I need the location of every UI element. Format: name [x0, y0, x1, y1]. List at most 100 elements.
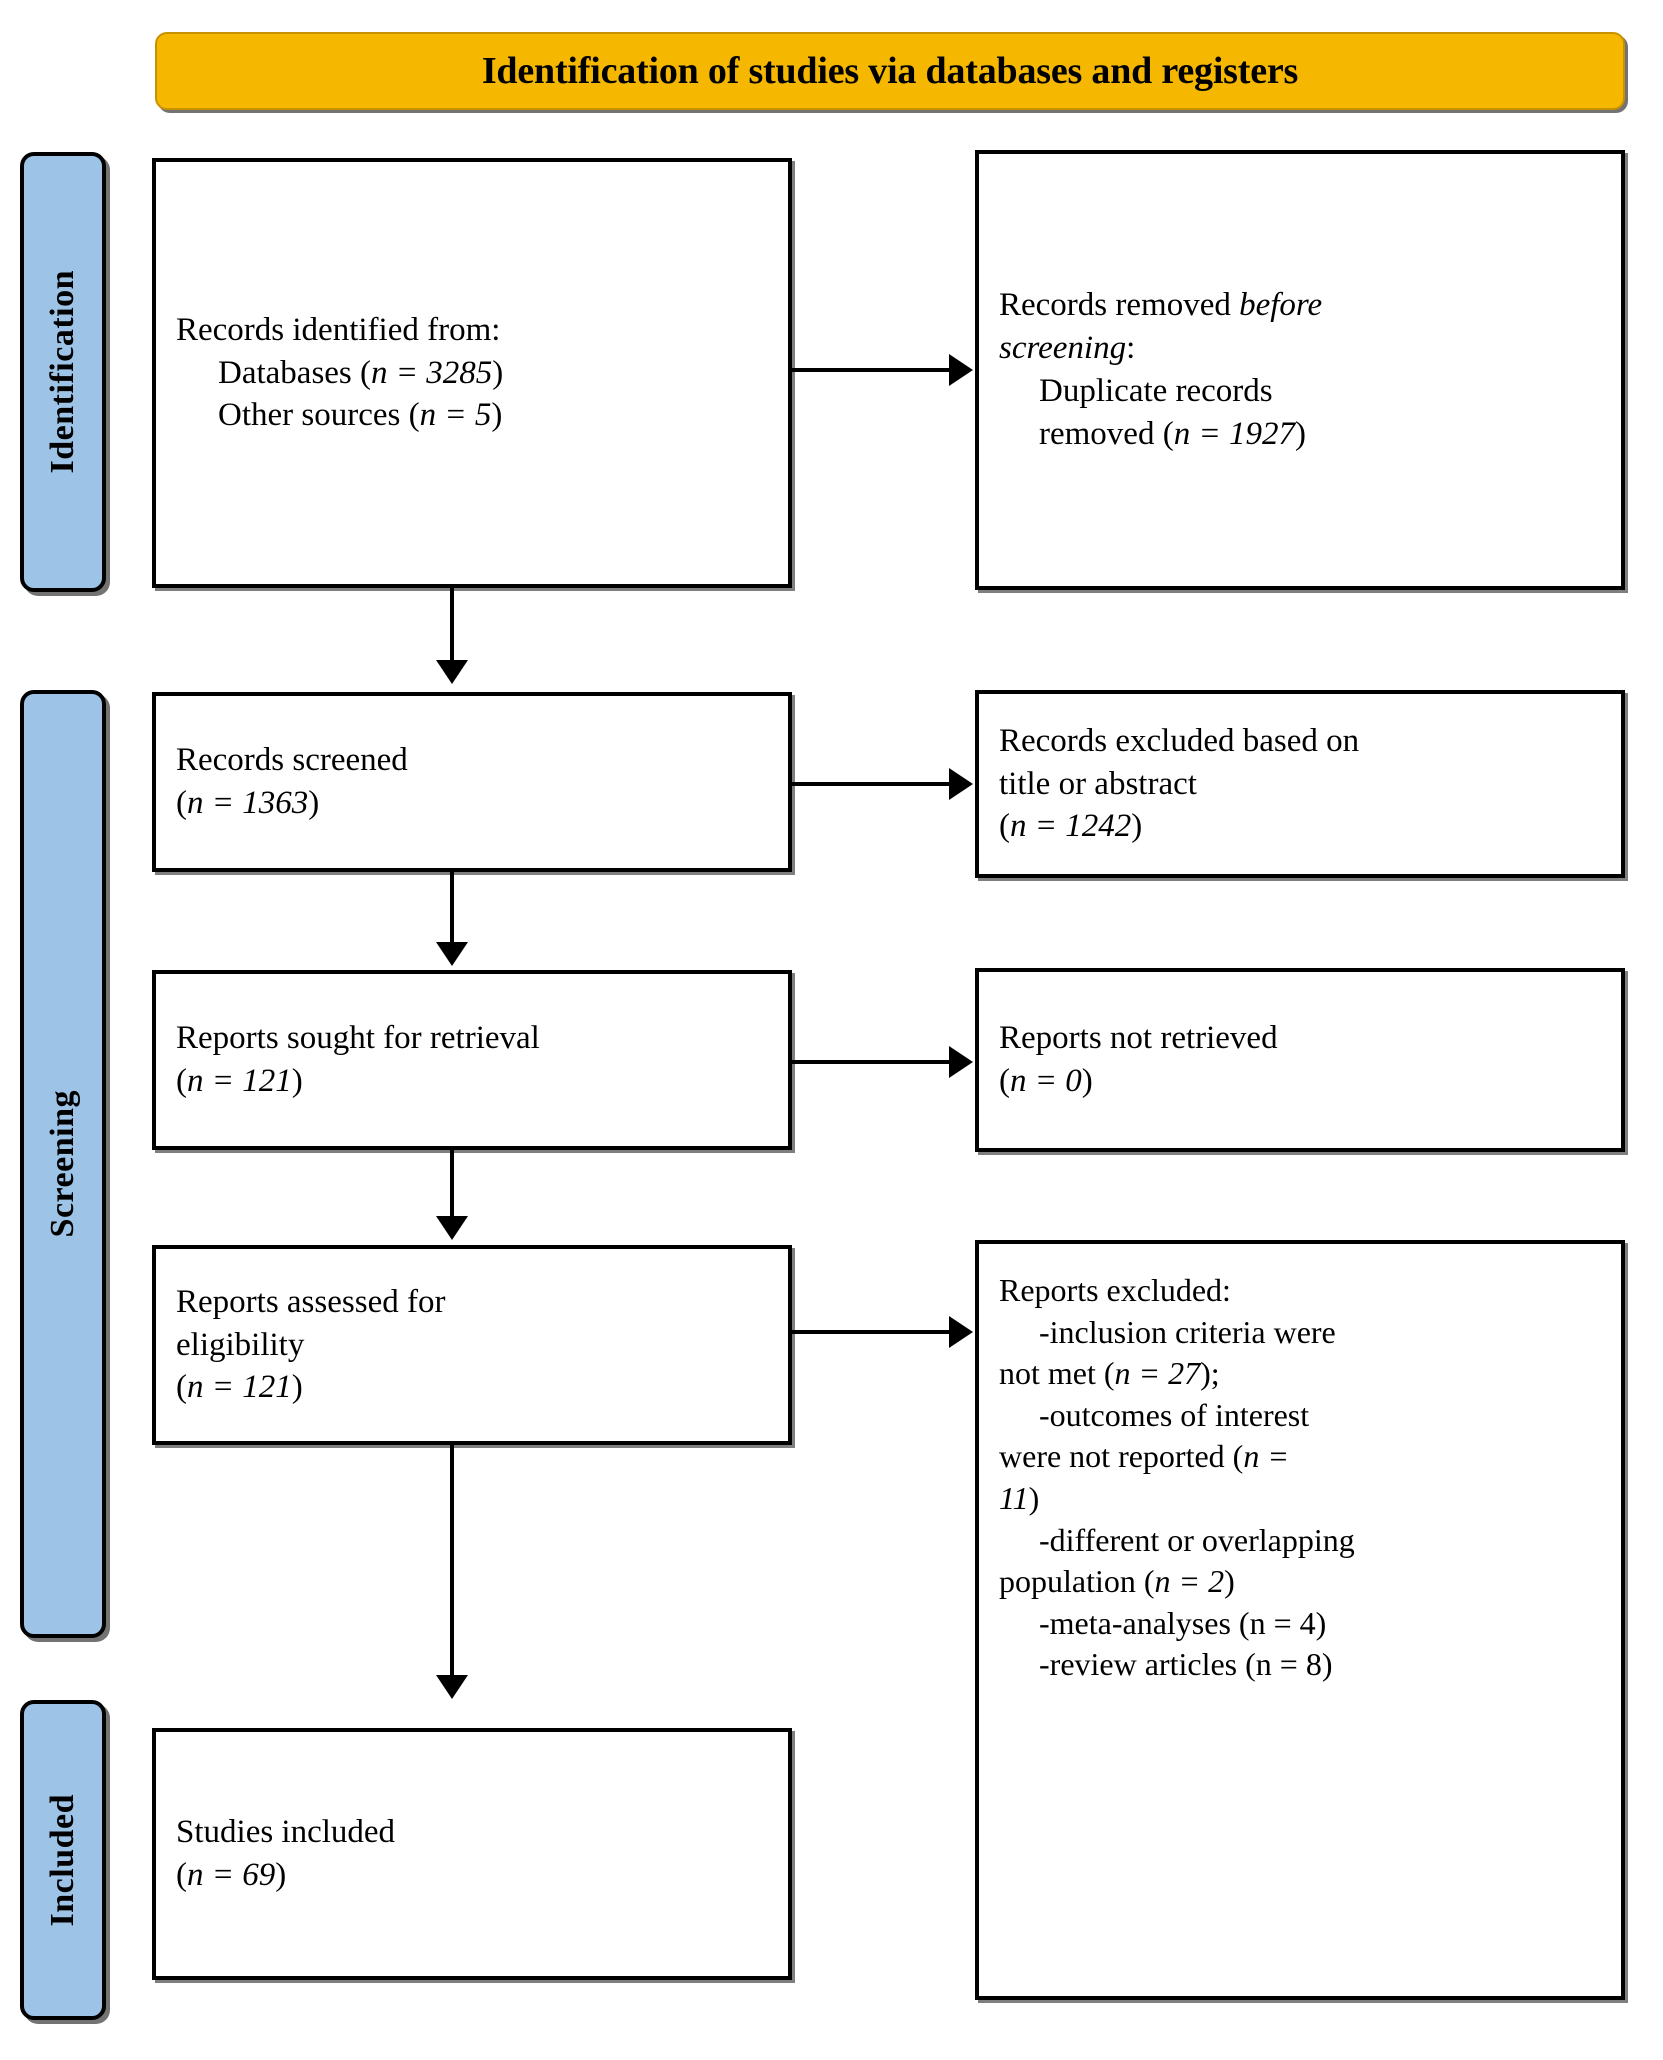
box-records-identified: Records identified from: Databases (n = … [152, 158, 792, 588]
studies-included-label: Studies included [176, 1814, 396, 1851]
connector-identified-to-screened-arrow [436, 660, 468, 684]
records-screened-close: ) [308, 785, 320, 821]
excluded-title-open: ( [999, 808, 1010, 845]
connector-sought-to-assessed-arrow [436, 1216, 468, 1240]
box-reports-not-retrieved: Reports not retrieved (n = 0) [975, 968, 1625, 1152]
databases-n: n = 3285 [371, 354, 493, 391]
reports-sought-n: n = 121 [187, 1063, 292, 1099]
connector-screened-to-excluded-arrow [949, 768, 973, 800]
records-identified-databases: Databases (n = 3285) [176, 352, 768, 395]
stage-bar-included: Included [20, 1700, 106, 2020]
other-sources-n: n = 5 [419, 397, 492, 434]
assessed-close: ) [291, 1369, 303, 1406]
duplicate-removed-line: removed (n = 1927) [999, 413, 1601, 456]
excluded-title-n: n = 1242 [1010, 808, 1132, 845]
reason-population-line2: population (n = 2) [999, 1561, 1601, 1603]
records-removed-line2: screening: [999, 327, 1601, 370]
connector-assessed-to-included-arrow [436, 1675, 468, 1699]
duplicate-removed-label: removed ( [1039, 415, 1174, 452]
reason-inclusion-suffix: ); [1200, 1355, 1220, 1392]
box-reports-excluded: Reports excluded: -inclusion criteria we… [975, 1240, 1625, 2000]
box-studies-included: Studies included (n = 69) [152, 1728, 792, 1980]
connector-sought-to-notretrieved-line [792, 1060, 949, 1064]
reason-outcomes-close: ) [1028, 1479, 1040, 1516]
reports-not-retrieved-label: Reports not retrieved [999, 1020, 1278, 1057]
reason-outcomes-line3: 11) [999, 1478, 1601, 1520]
not-retrieved-open: ( [999, 1063, 1010, 1099]
reports-assessed-line2: eligibility [176, 1326, 305, 1363]
reason-inclusion-prefix: not met ( [999, 1355, 1115, 1392]
studies-included-n: n = 69 [187, 1857, 276, 1893]
stage-bar-screening: Screening [20, 690, 106, 1638]
records-identified-line1: Records identified from: [176, 311, 501, 348]
box-records-excluded-title-abstract: Records excluded based on title or abstr… [975, 690, 1625, 878]
records-screened-open: ( [176, 785, 187, 821]
databases-close: ) [492, 354, 504, 391]
duplicate-removed-close: ) [1294, 415, 1306, 452]
stage-label-included: Included [44, 1793, 81, 1927]
records-screened-count: (n = 1363) [176, 782, 768, 825]
banner-title: Identification of studies via databases … [481, 50, 1299, 92]
not-retrieved-close: ) [1081, 1063, 1093, 1099]
reports-sought-count: (n = 121) [176, 1060, 768, 1103]
reports-not-retrieved-count: (n = 0) [999, 1060, 1601, 1103]
connector-sought-to-notretrieved-arrow [949, 1046, 973, 1078]
duplicate-records-line: Duplicate records [1039, 373, 1273, 409]
excluded-title-line2: title or abstract [999, 765, 1197, 802]
reason-population-close: ) [1224, 1563, 1235, 1600]
reason-outcomes-line2: were not reported (n = [999, 1436, 1601, 1478]
reason-inclusion-line1: -inclusion criteria were [1039, 1313, 1336, 1350]
reason-meta-analyses: -meta-analyses (n = 4) [1039, 1604, 1327, 1641]
connector-identified-to-removed-line [792, 368, 949, 372]
duplicate-removed-n: n = 1927 [1173, 415, 1295, 452]
diagram-banner: Identification of studies via databases … [155, 32, 1625, 110]
reason-population-prefix: population ( [999, 1563, 1155, 1600]
records-identified-other: Other sources (n = 5) [176, 394, 768, 437]
reason-outcomes-n2: 11 [999, 1479, 1029, 1516]
stage-label-identification: Identification [44, 270, 81, 474]
connector-assessed-to-reportsexcluded-line [792, 1330, 949, 1334]
stage-bar-identification: Identification [20, 152, 106, 592]
reports-sought-open: ( [176, 1063, 187, 1099]
records-removed-before: before [1239, 287, 1323, 324]
not-retrieved-n: n = 0 [1010, 1063, 1082, 1099]
reason-outcomes-n: n = [1243, 1438, 1289, 1475]
databases-label: Databases ( [218, 354, 372, 391]
connector-screened-to-sought-line [450, 872, 454, 944]
connector-screened-to-sought-arrow [436, 942, 468, 966]
box-reports-sought: Reports sought for retrieval (n = 121) [152, 970, 792, 1150]
box-reports-assessed: Reports assessed for eligibility (n = 12… [152, 1245, 792, 1445]
connector-assessed-to-included-line [450, 1445, 454, 1677]
reason-inclusion-n: n = 27 [1114, 1355, 1201, 1392]
reports-sought-label: Reports sought for retrieval [176, 1020, 540, 1057]
box-records-screened: Records screened (n = 1363) [152, 692, 792, 872]
reports-sought-close: ) [291, 1063, 303, 1099]
studies-included-close: ) [275, 1857, 287, 1893]
studies-included-count: (n = 69) [176, 1854, 768, 1897]
other-sources-label: Other sources ( [218, 397, 420, 434]
assessed-open: ( [176, 1369, 187, 1406]
records-removed-colon: : [1126, 330, 1136, 367]
assessed-n: n = 121 [187, 1369, 292, 1406]
records-removed-screening: screening [999, 330, 1127, 367]
connector-sought-to-assessed-line [450, 1150, 454, 1218]
reason-inclusion-line2: not met (n = 27); [999, 1353, 1601, 1395]
records-screened-n: n = 1363 [187, 785, 309, 821]
records-removed-prefix: Records removed [999, 287, 1240, 324]
reason-outcomes-prefix: were not reported ( [999, 1438, 1244, 1475]
excluded-title-count: (n = 1242) [999, 805, 1601, 848]
other-sources-close: ) [491, 397, 503, 434]
reason-population-line1: -different or overlapping [1039, 1521, 1355, 1558]
box-records-removed: Records removed before screening: Duplic… [975, 150, 1625, 590]
reason-population-n: n = 2 [1154, 1563, 1225, 1600]
connector-identified-to-removed-arrow [949, 354, 973, 386]
reports-assessed-line1: Reports assessed for [176, 1283, 446, 1320]
connector-screened-to-excluded-line [792, 782, 949, 786]
reports-excluded-title: Reports excluded: [999, 1272, 1231, 1308]
connector-assessed-to-reportsexcluded-arrow [949, 1316, 973, 1348]
excluded-title-line1: Records excluded based on [999, 722, 1360, 759]
records-screened-label: Records screened [176, 742, 408, 779]
reason-review-articles: -review articles (n = 8) [1039, 1646, 1333, 1683]
reports-assessed-count: (n = 121) [176, 1366, 768, 1409]
records-removed-line1: Records removed before [999, 284, 1601, 327]
